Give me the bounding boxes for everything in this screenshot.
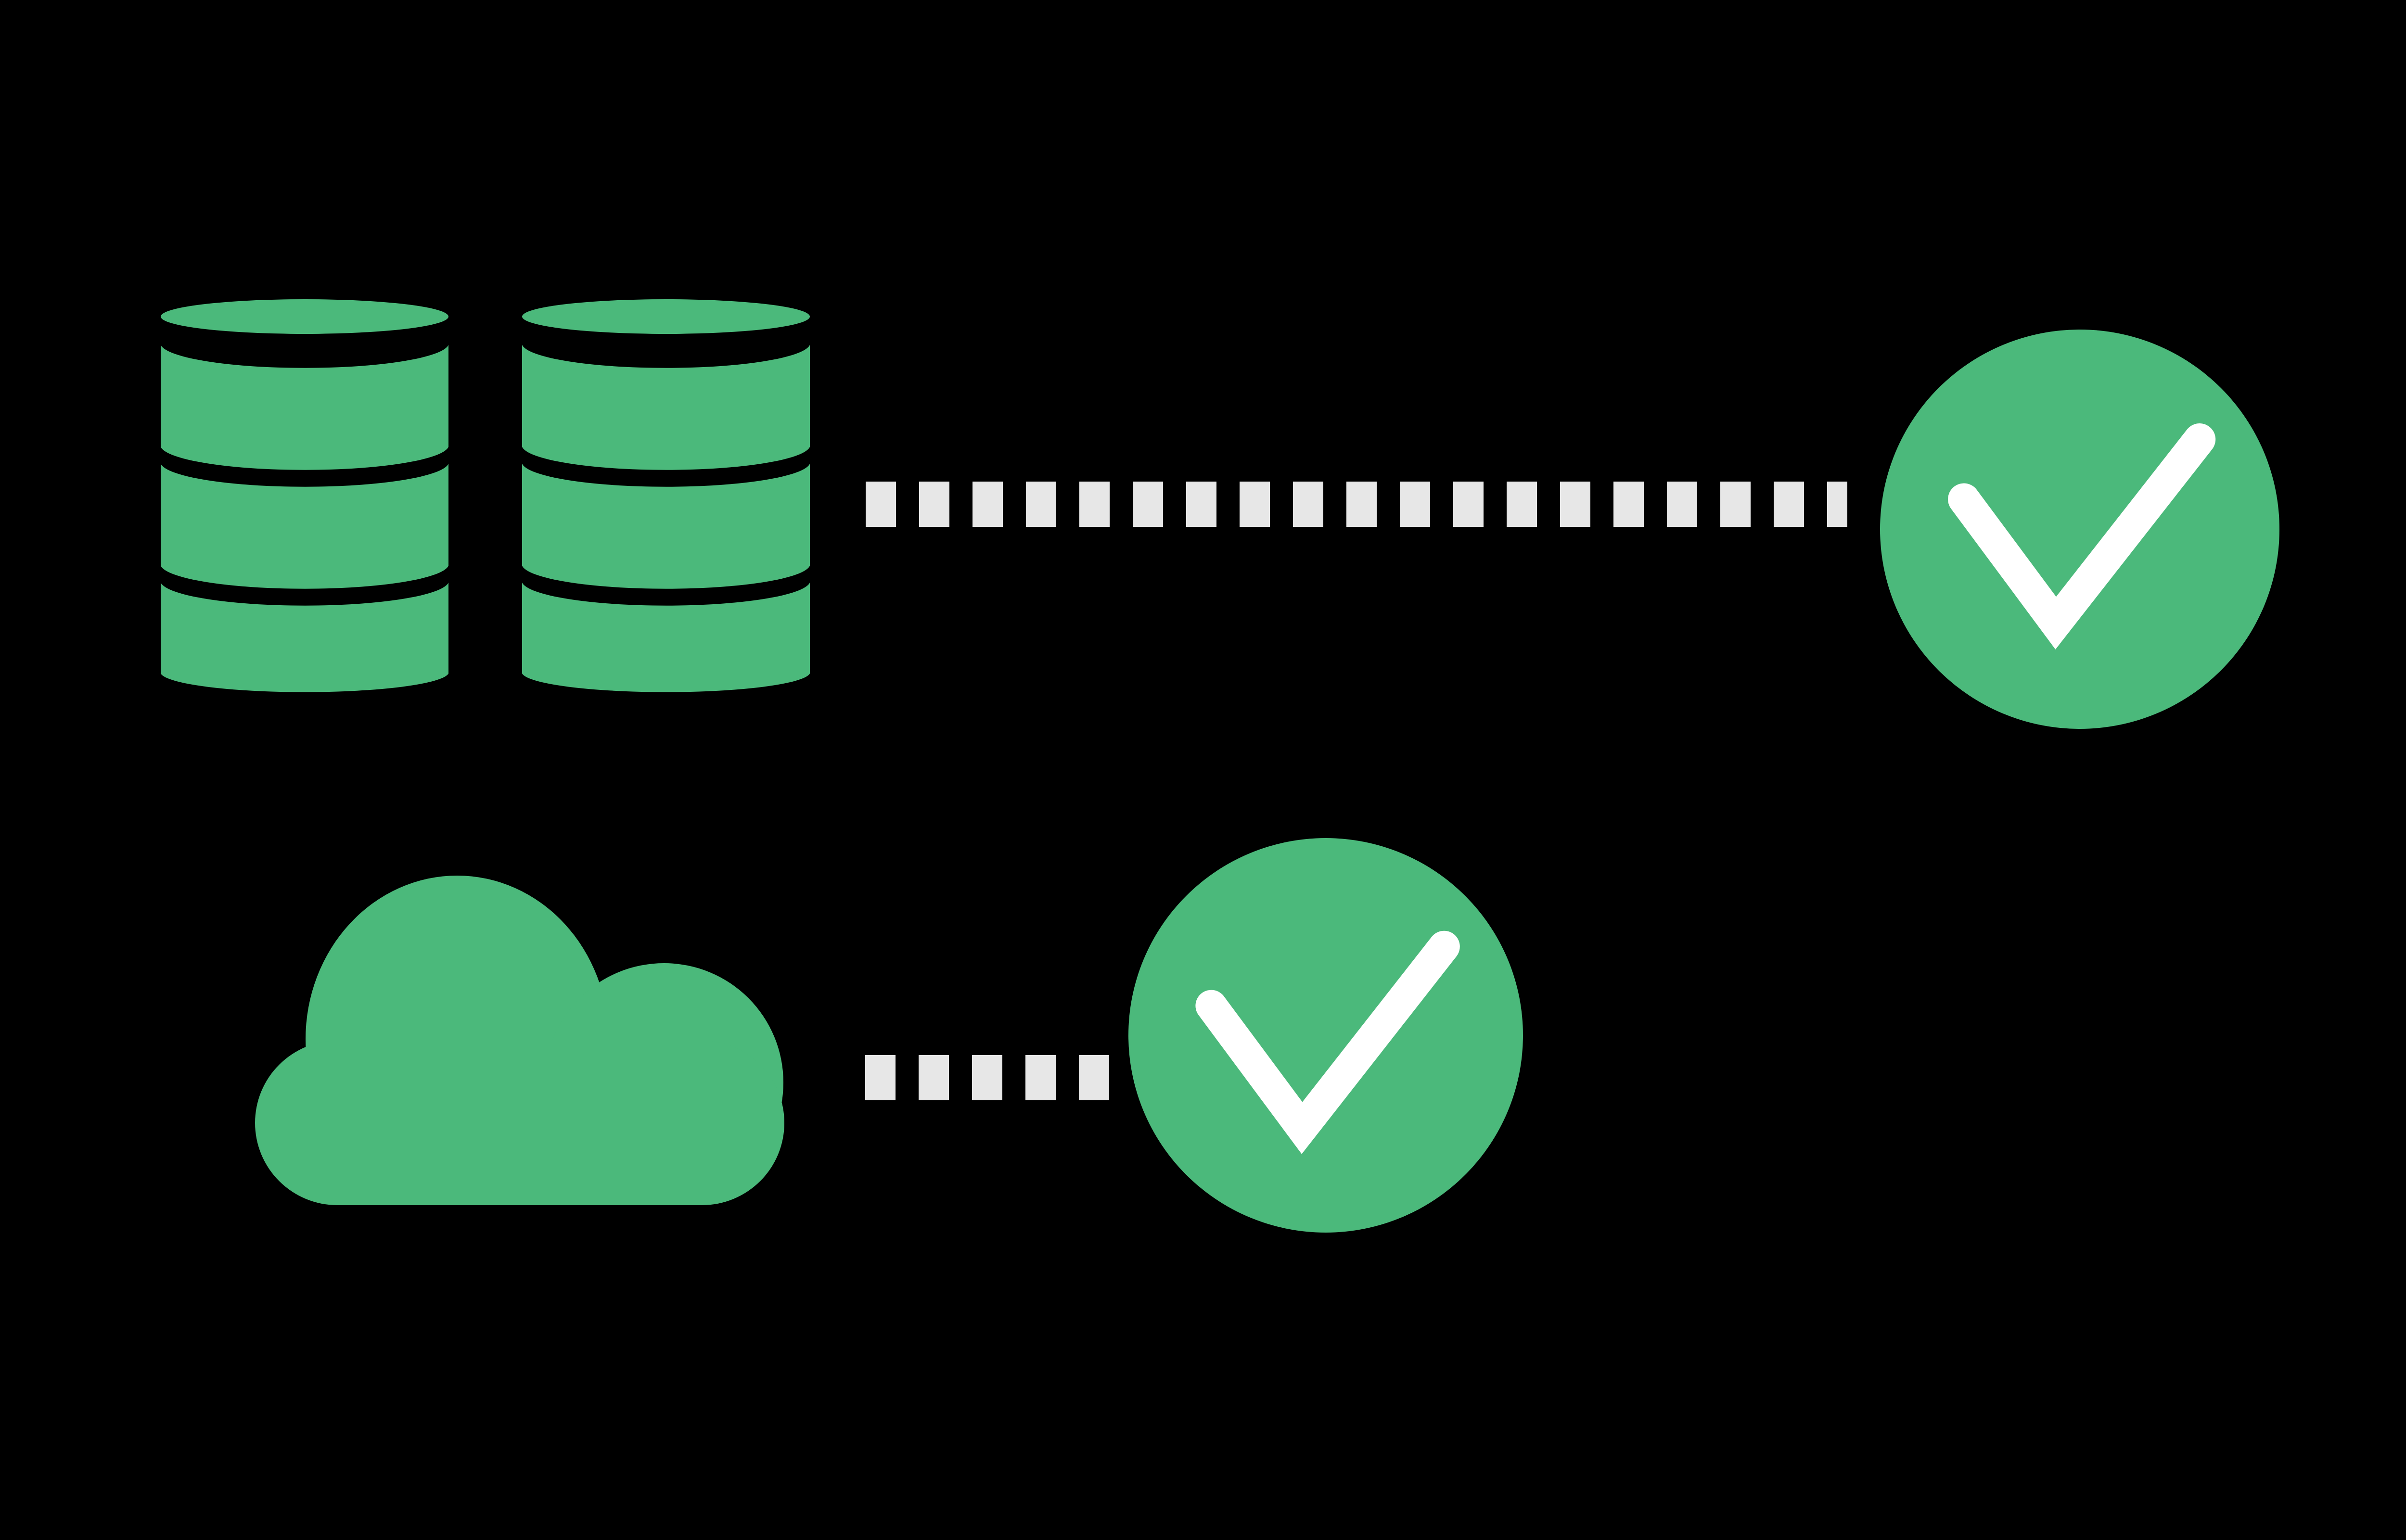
- check-circle-background: [1880, 330, 2279, 729]
- cloud-base: [255, 1041, 784, 1205]
- database-top-ellipse: [161, 299, 448, 334]
- check-circle-icon: [1128, 838, 1523, 1233]
- check-circle-background: [1128, 838, 1523, 1233]
- database-band: [161, 345, 448, 470]
- database-band: [522, 464, 810, 589]
- database-band: [161, 583, 448, 692]
- database-icon: [161, 299, 448, 692]
- check-circle-icon: [1880, 330, 2279, 729]
- database-band: [522, 583, 810, 692]
- database-band: [522, 345, 810, 470]
- dashed-connector: [866, 482, 1847, 527]
- cloud-icon: [255, 876, 784, 1205]
- dashed-connector: [865, 1055, 1119, 1100]
- database-top-ellipse: [522, 299, 810, 334]
- database-band: [161, 464, 448, 589]
- database-icon: [522, 299, 810, 692]
- check-mark-icon: [1195, 930, 1460, 1154]
- check-mark-icon: [1948, 423, 2216, 649]
